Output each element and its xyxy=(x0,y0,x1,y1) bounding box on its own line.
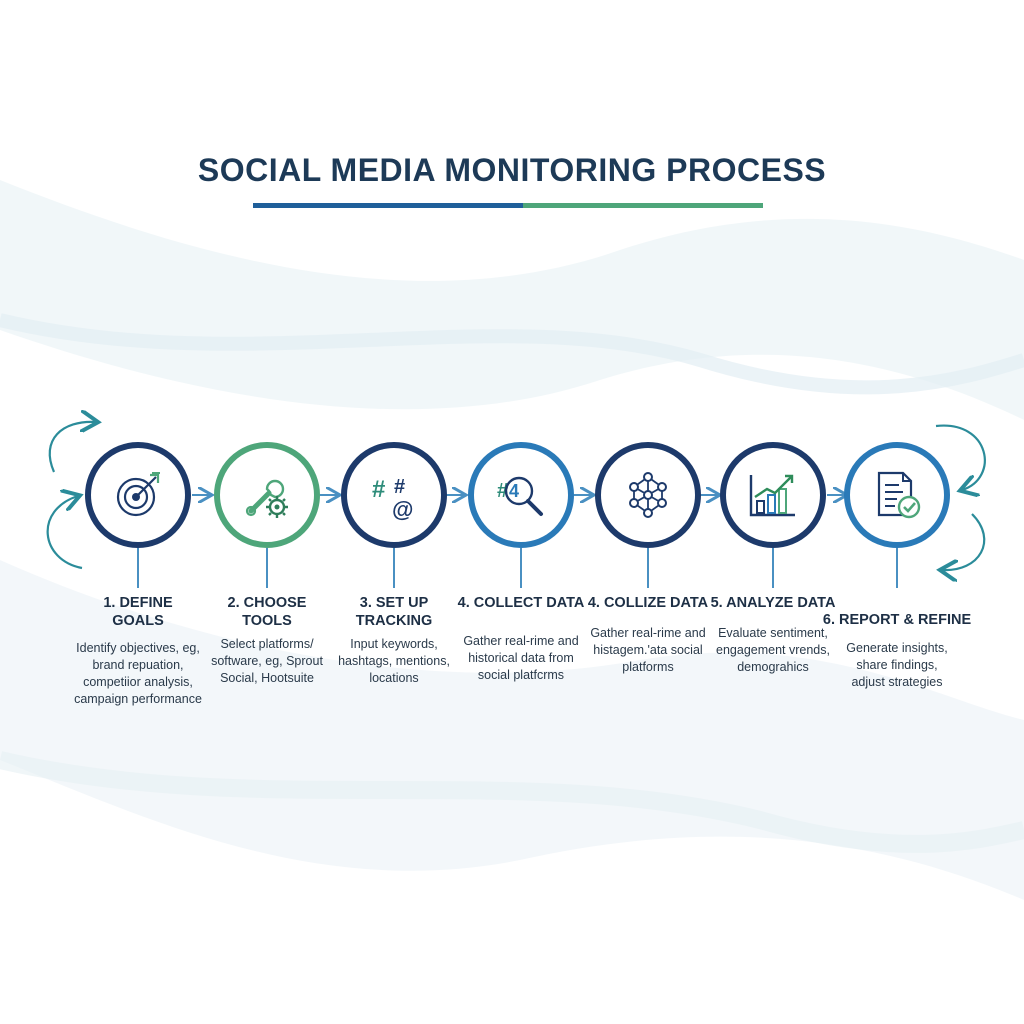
left-loop-arrow-top xyxy=(48,422,96,473)
underline-green-segment xyxy=(523,203,763,208)
step-7-title: 6. REPORT & REFINE xyxy=(822,612,972,628)
step-4-description: Gather real-rime and historical data fro… xyxy=(463,634,579,682)
underline-blue-segment xyxy=(253,203,523,208)
page-title: SOCIAL MEDIA MONITORING PROCESS xyxy=(197,152,827,188)
step-1-title: 1. DEFINE GOALS xyxy=(103,595,173,629)
svg-text:4: 4 xyxy=(509,481,519,501)
step-3-circle: # # @ xyxy=(341,442,447,548)
report-check-icon xyxy=(877,471,921,519)
step-5-circle xyxy=(595,442,701,548)
right-loop-arrow-top xyxy=(935,424,986,490)
step-1-circle xyxy=(85,442,191,548)
svg-text:#: # xyxy=(372,476,385,503)
svg-text:#: # xyxy=(497,480,508,502)
left-loop-arrow-bottom xyxy=(46,496,82,570)
step-2-title: 2. CHOOSE TOOLS xyxy=(227,595,307,629)
step-1-description: Identify objectives, eg, brand repuation… xyxy=(74,641,202,706)
step-3-title: 3. SET UP TRACKING xyxy=(355,595,433,629)
step-7-description: Generate insights, share findings, adjus… xyxy=(846,641,948,689)
step-7-circle xyxy=(844,442,950,548)
title-underline xyxy=(253,203,763,208)
wrench-gear-icon xyxy=(245,479,288,518)
step-3-description: Input keywords, hashtags, mentions, loca… xyxy=(338,637,450,685)
hashtag-search-icon: # 4 xyxy=(497,476,543,516)
step-6-circle xyxy=(720,442,826,548)
right-loop-arrow-bottom xyxy=(942,513,986,570)
bar-chart-icon xyxy=(749,474,795,517)
step-2-circle xyxy=(214,442,320,548)
step-5-title: 4. COLLIZE DATA xyxy=(587,595,709,611)
svg-text:@: @ xyxy=(392,497,413,522)
network-icon xyxy=(629,472,667,518)
step-6-description: Evaluate sentiment, engagement vrends, d… xyxy=(716,626,830,674)
step-5-description: Gather real-rime and histagem.'ata socia… xyxy=(590,626,706,674)
hashtag-at-icon: # # @ xyxy=(372,476,413,522)
step-6-title: 5. ANALYZE DATA xyxy=(710,595,836,611)
step-4-title: 4. COLLECT DATA xyxy=(457,595,585,611)
svg-text:#: # xyxy=(394,476,405,498)
step-4-circle: # 4 xyxy=(468,442,574,548)
target-icon xyxy=(116,472,160,517)
step-2-description: Select platforms/ software, eg, Sprout S… xyxy=(211,637,323,685)
